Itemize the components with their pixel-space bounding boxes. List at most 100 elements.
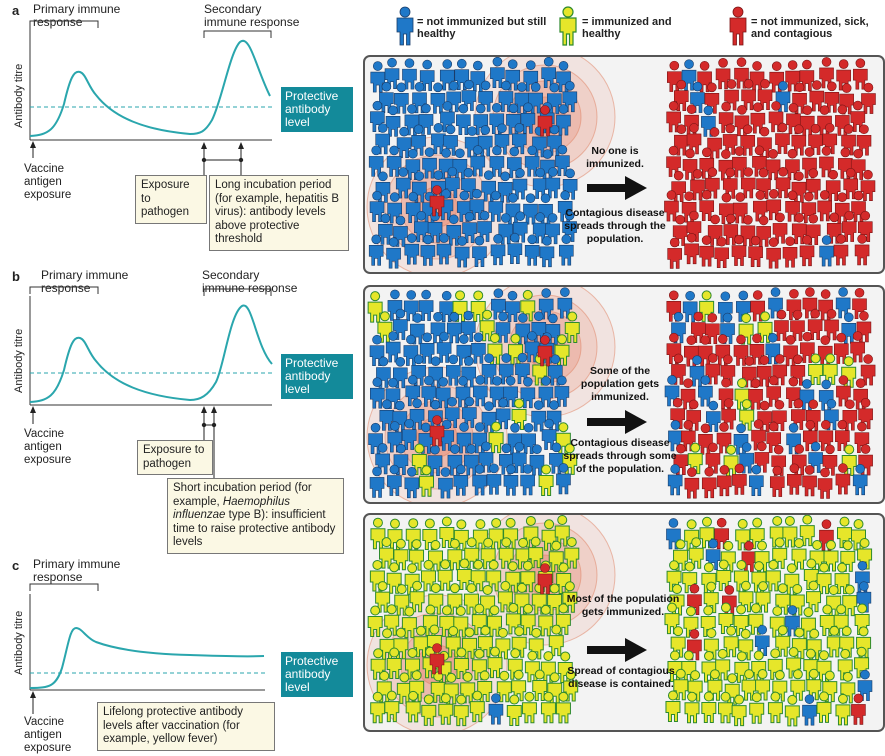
person-icon bbox=[559, 234, 574, 266]
person-icon bbox=[799, 235, 815, 267]
primary-response-label: Primary immune response bbox=[33, 557, 121, 584]
incubation-note: Long incubation period (for example, hep… bbox=[209, 175, 349, 251]
scene-bottom-caption: Spread of contagious disease is containe… bbox=[567, 665, 675, 690]
person-icon bbox=[540, 691, 556, 724]
person-icon bbox=[369, 190, 385, 222]
person-icon bbox=[775, 625, 791, 657]
primary-bracket bbox=[29, 583, 99, 591]
scene-none-immunized: No one is immunized. Contagious disease … bbox=[363, 55, 885, 274]
person-icon bbox=[520, 603, 536, 636]
person-icon bbox=[791, 538, 807, 570]
person-icon bbox=[528, 536, 544, 569]
person-icon bbox=[446, 354, 461, 386]
person-icon bbox=[453, 464, 469, 496]
primary-response-label: Primary immune response bbox=[41, 268, 129, 295]
lifelong-note: Lifelong protective antibody levels afte… bbox=[97, 702, 275, 751]
person-icon bbox=[431, 123, 446, 155]
scene-most-immunized: Most of the population gets immunized. S… bbox=[363, 513, 885, 732]
legend-red-label: = not immunized, sick, and contagious bbox=[751, 16, 869, 40]
person-icon bbox=[429, 415, 445, 447]
person-icon bbox=[520, 102, 536, 134]
person-icon bbox=[809, 80, 825, 112]
person-icon bbox=[857, 669, 873, 701]
person-icon bbox=[819, 235, 834, 267]
person-icon bbox=[854, 234, 870, 266]
arrow-right-icon bbox=[587, 176, 647, 200]
person-icon bbox=[699, 516, 715, 549]
person-icon bbox=[756, 355, 772, 387]
person-icon bbox=[470, 290, 486, 322]
person-icon bbox=[833, 234, 849, 266]
person-icon bbox=[505, 290, 520, 322]
person-icon bbox=[686, 123, 702, 155]
panel-letter-c: c bbox=[12, 558, 20, 573]
person-icon bbox=[808, 353, 824, 385]
person-icon bbox=[488, 693, 504, 725]
person-icon bbox=[547, 583, 563, 616]
person-icon bbox=[402, 58, 417, 90]
person-icon bbox=[787, 463, 802, 495]
person-icon bbox=[447, 538, 463, 571]
person-icon bbox=[765, 149, 781, 181]
person-icon bbox=[387, 464, 402, 496]
person-icon bbox=[824, 309, 839, 341]
person-icon bbox=[822, 353, 838, 385]
person-icon bbox=[748, 235, 763, 267]
protective-level-box: Protective antibody level bbox=[281, 652, 353, 697]
person-icon bbox=[740, 124, 756, 156]
person-icon bbox=[421, 694, 437, 726]
person-icon bbox=[490, 234, 506, 266]
secondary-response-label: Secondary immune response bbox=[204, 2, 300, 29]
person-icon bbox=[384, 690, 400, 723]
scene-top-caption: No one is immunized. bbox=[586, 145, 644, 170]
person-icon bbox=[782, 236, 798, 268]
person-icon bbox=[556, 463, 571, 495]
person-icon bbox=[665, 690, 681, 723]
person-icon bbox=[436, 233, 452, 265]
person-icon bbox=[396, 672, 412, 704]
panel-b-graph bbox=[29, 286, 273, 478]
person-icon bbox=[701, 691, 717, 723]
person-icon bbox=[422, 147, 437, 179]
person-icon bbox=[748, 378, 763, 410]
person-icon bbox=[472, 375, 488, 407]
arrow-right-icon bbox=[587, 410, 647, 434]
person-icon bbox=[375, 581, 391, 613]
person-icon bbox=[835, 693, 851, 726]
person-icon bbox=[370, 61, 386, 93]
person-icon bbox=[852, 464, 868, 496]
person-icon bbox=[539, 236, 555, 268]
secondary-bracket bbox=[203, 288, 272, 296]
person-icon bbox=[462, 211, 477, 243]
scene-bottom-caption: Contagious disease spreads through some … bbox=[563, 437, 677, 475]
person-icon bbox=[666, 290, 682, 322]
person-icon bbox=[524, 234, 540, 266]
person-icon bbox=[370, 517, 386, 550]
person-icon bbox=[463, 444, 479, 476]
antibody-curve bbox=[29, 626, 265, 689]
person-icon bbox=[413, 625, 429, 658]
person-icon bbox=[456, 103, 471, 135]
person-icon bbox=[772, 212, 788, 244]
person-icon bbox=[664, 190, 679, 222]
person-icon bbox=[817, 467, 833, 499]
incubation-note: Short incubation period (for example, Ha… bbox=[167, 478, 344, 554]
person-icon bbox=[752, 145, 767, 177]
person-icon bbox=[860, 169, 876, 202]
person-icon bbox=[401, 418, 417, 450]
scene-bottom-caption: Contagious disease spreads through the p… bbox=[564, 207, 666, 245]
panel-c-graph bbox=[29, 583, 265, 714]
person-icon bbox=[799, 515, 815, 547]
person-icon bbox=[404, 467, 420, 499]
person-icon bbox=[853, 58, 868, 90]
vaccine-label: Vaccine antigen exposure bbox=[24, 428, 72, 466]
person-icon bbox=[861, 82, 876, 114]
person-icon bbox=[368, 145, 384, 177]
person-icon bbox=[717, 465, 732, 497]
person-icon bbox=[749, 692, 765, 724]
person-icon bbox=[538, 464, 554, 496]
person-icon bbox=[564, 537, 580, 569]
person-icon bbox=[521, 691, 537, 724]
person-icon bbox=[816, 691, 832, 723]
person-icon bbox=[767, 691, 783, 724]
